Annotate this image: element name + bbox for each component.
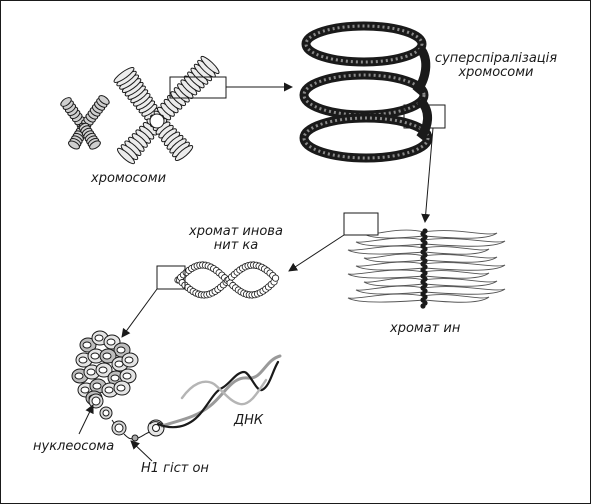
small-chromosome — [60, 95, 110, 150]
zoom-box-fiber — [156, 265, 186, 290]
label-chromosomes: хромосоми — [91, 171, 167, 186]
nucleosome-core — [98, 366, 108, 374]
chromatin-loop — [423, 238, 506, 247]
chromatin-loops — [347, 229, 506, 303]
chromatin-loop — [363, 277, 425, 287]
chromatin-loop — [423, 246, 490, 255]
label-fiber-line2: нит ка — [213, 238, 259, 253]
chromatin-loop — [355, 237, 425, 247]
chromatin-loop — [423, 278, 498, 287]
chromosome-band — [60, 97, 72, 107]
chromatin-loop — [423, 286, 506, 295]
chromatin-loop — [347, 269, 425, 279]
label-dna: ДНК — [234, 413, 264, 428]
label-supercoil-line2: хромосоми — [458, 65, 534, 80]
arrow-h1-label — [130, 440, 153, 462]
nucleosome-core — [102, 352, 112, 360]
nucleosome-core — [122, 372, 132, 380]
chromatin-loop — [423, 254, 498, 263]
nucleosome-chain — [88, 393, 165, 442]
label-h1-histone: Н1 гіст он — [141, 461, 209, 476]
chromosome-band — [116, 147, 136, 165]
nucleosome-core — [110, 374, 120, 382]
chromosome-band — [174, 144, 194, 162]
chromosome-band — [89, 140, 101, 150]
chromatin-loop — [423, 262, 506, 271]
nucleosome-core — [116, 346, 126, 354]
chromatin-loop — [355, 285, 425, 295]
chromatin-loop — [423, 294, 490, 303]
arrow-to-chromatin — [421, 127, 434, 223]
zoom-box-supercoil — [403, 104, 446, 129]
large-chromosome — [113, 55, 220, 165]
arrow-nucleosome-label — [78, 404, 94, 435]
chromosome-band — [98, 95, 110, 105]
label-supercoil: суперспіралізація хромосоми — [434, 52, 558, 80]
label-supercoil-line1: суперспіралізація — [434, 51, 558, 66]
chromosome-band — [68, 140, 80, 150]
chromatin-loop — [423, 270, 490, 279]
arrow-to-chromatin-fiber — [288, 234, 345, 272]
zoom-box-chromatin — [343, 212, 379, 236]
nucleosome-core — [106, 338, 116, 346]
nucleosome-cluster — [71, 330, 139, 406]
chromatin-loop — [347, 293, 425, 303]
nucleosome-core — [104, 386, 114, 394]
nucleosome-core — [78, 356, 88, 364]
label-nucleosome: нуклеосома — [33, 439, 115, 454]
coil-link — [412, 45, 431, 95]
chromatin-loop — [355, 261, 425, 271]
fiber-bead — [271, 274, 280, 282]
nucleosome-core — [116, 384, 126, 392]
nucleosome-core — [86, 368, 96, 376]
nucleosome-core — [82, 341, 92, 349]
chromatin-fiber — [174, 261, 280, 299]
chromatin-loop — [347, 245, 425, 255]
chromatin-loop — [423, 230, 498, 239]
nucleosome-core — [124, 356, 134, 364]
label-fiber-line1: хромат инова — [189, 224, 283, 239]
arrow-to-nucleosomes — [121, 288, 158, 338]
nucleosome-core — [94, 334, 104, 342]
coil-texture — [304, 24, 424, 64]
nucleosome-core — [90, 352, 100, 360]
supercoil-chromosome — [299, 21, 433, 163]
coil-texture — [302, 116, 430, 160]
dna-helix — [156, 354, 282, 429]
chromatin-axis — [420, 228, 428, 309]
nucleosome-core — [74, 372, 84, 380]
chromatin-loop — [363, 253, 425, 263]
nucleosome-core — [92, 382, 102, 390]
chromosome-band — [200, 55, 220, 75]
label-chromatin: хромат ин — [390, 321, 461, 336]
axis-bead — [420, 303, 426, 309]
chromosome-band — [113, 67, 135, 83]
nucleosome-core — [80, 386, 90, 394]
label-chromatin-fiber: хромат инова нит ка — [186, 225, 286, 253]
coil-link — [416, 96, 432, 141]
